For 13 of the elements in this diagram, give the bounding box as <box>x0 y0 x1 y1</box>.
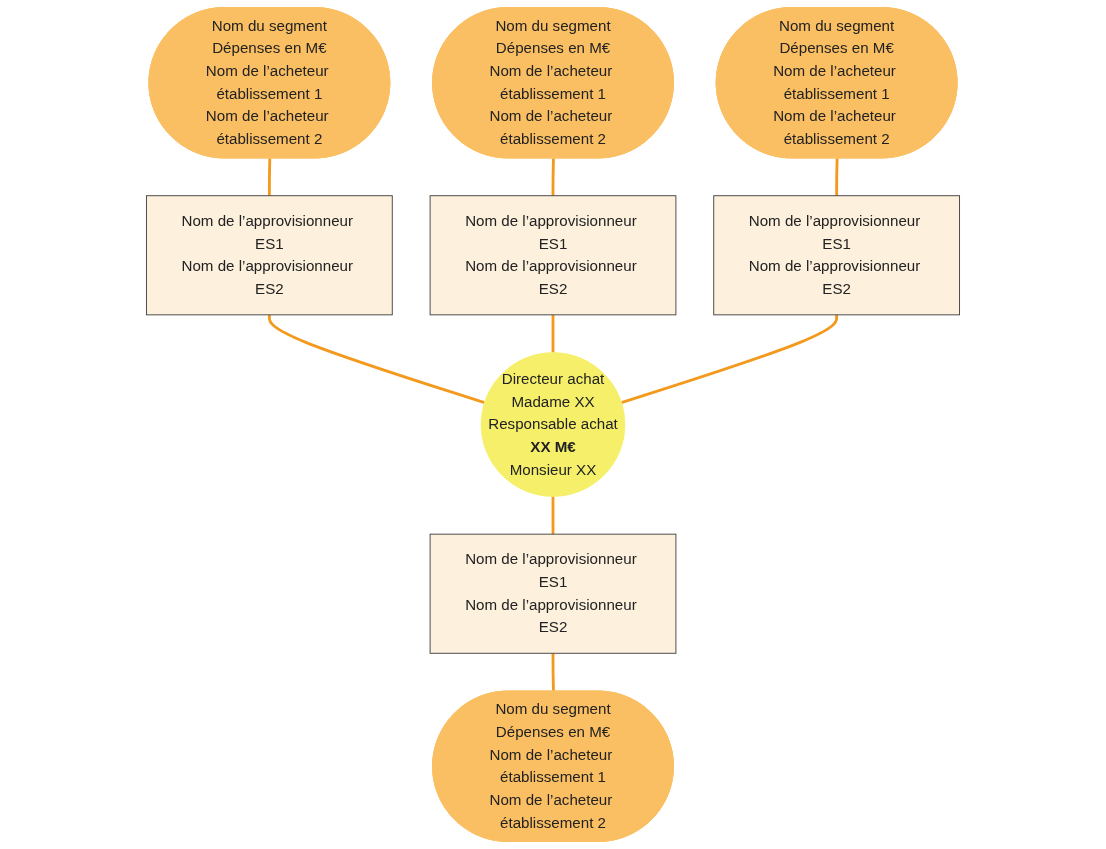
node-box: Nom de l’approvisionneur ES1 Nom de l’approvisionneur ES2 <box>429 533 677 654</box>
connector <box>267 158 272 196</box>
node-box: Nom de l’approvisionneur ES1 Nom de l’approvisionneur ES2 <box>146 195 393 316</box>
connector <box>551 314 555 353</box>
node-box: Nom de l’approvisionneur ES1 Nom de l’approvisionneur ES2 <box>713 195 960 316</box>
connector <box>551 158 555 196</box>
connector <box>551 653 555 692</box>
connector <box>551 496 555 535</box>
node-box: Nom de l’approvisionneur ES1 Nom de l’approvisionneur ES2 <box>429 195 677 316</box>
connector <box>835 158 839 196</box>
connector <box>267 314 485 404</box>
node-circle: Directeur achat Madame XX Responsable achat XX M€ Monsieur XX <box>480 352 626 497</box>
connector <box>621 314 839 404</box>
